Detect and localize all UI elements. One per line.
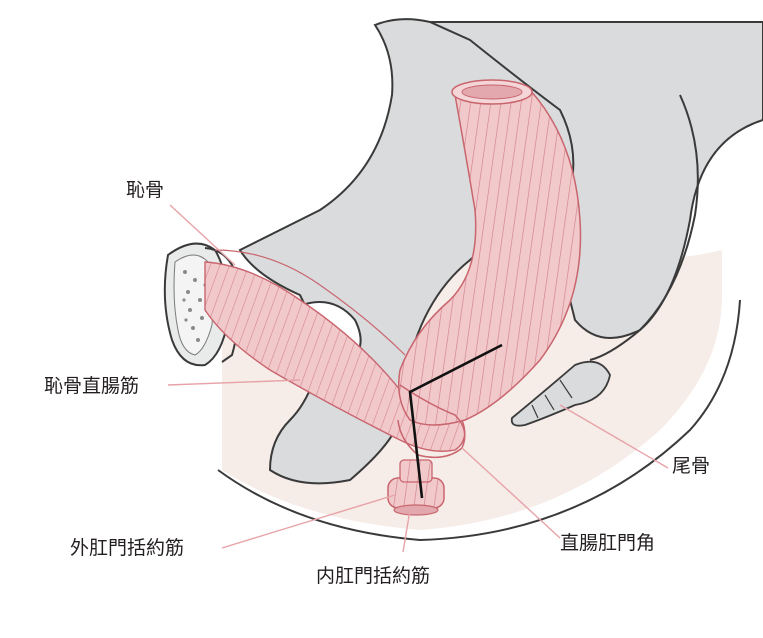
levator-muscle-upper (214, 249, 406, 356)
label-pubis: 恥骨 (126, 179, 164, 201)
internal-anal-sphincter (399, 459, 433, 483)
label-internal-sphincter: 内肛門括約筋 (316, 565, 430, 587)
label-anorectal-angle: 直腸肛門角 (560, 532, 655, 554)
label-coccyx: 尾骨 (672, 455, 710, 477)
leader-internal-sphincter (402, 509, 411, 553)
leader-puborectalis (167, 379, 301, 386)
anorectal-angle-lines (408, 343, 503, 499)
pubic-bone-cancellous (173, 254, 214, 356)
anal-opening (393, 504, 439, 516)
leader-lines (167, 204, 669, 553)
leader-pubis (169, 204, 236, 266)
pelvic-outline (217, 299, 741, 542)
coccyx-bone (510, 360, 611, 427)
rectum-muscle (398, 85, 582, 426)
label-external-sphincter: 外肛門括約筋 (70, 537, 184, 559)
leader-coccyx (559, 404, 669, 469)
label-puborectalis: 恥骨直腸筋 (44, 375, 139, 397)
sacrum-curve (589, 94, 699, 361)
pubic-bone-texture (182, 270, 207, 342)
coccyx-segments (531, 379, 573, 419)
rectum-lumen-inner (461, 84, 523, 100)
leader-external-sphincter (221, 494, 396, 549)
leader-anorectal-angle (461, 447, 561, 539)
